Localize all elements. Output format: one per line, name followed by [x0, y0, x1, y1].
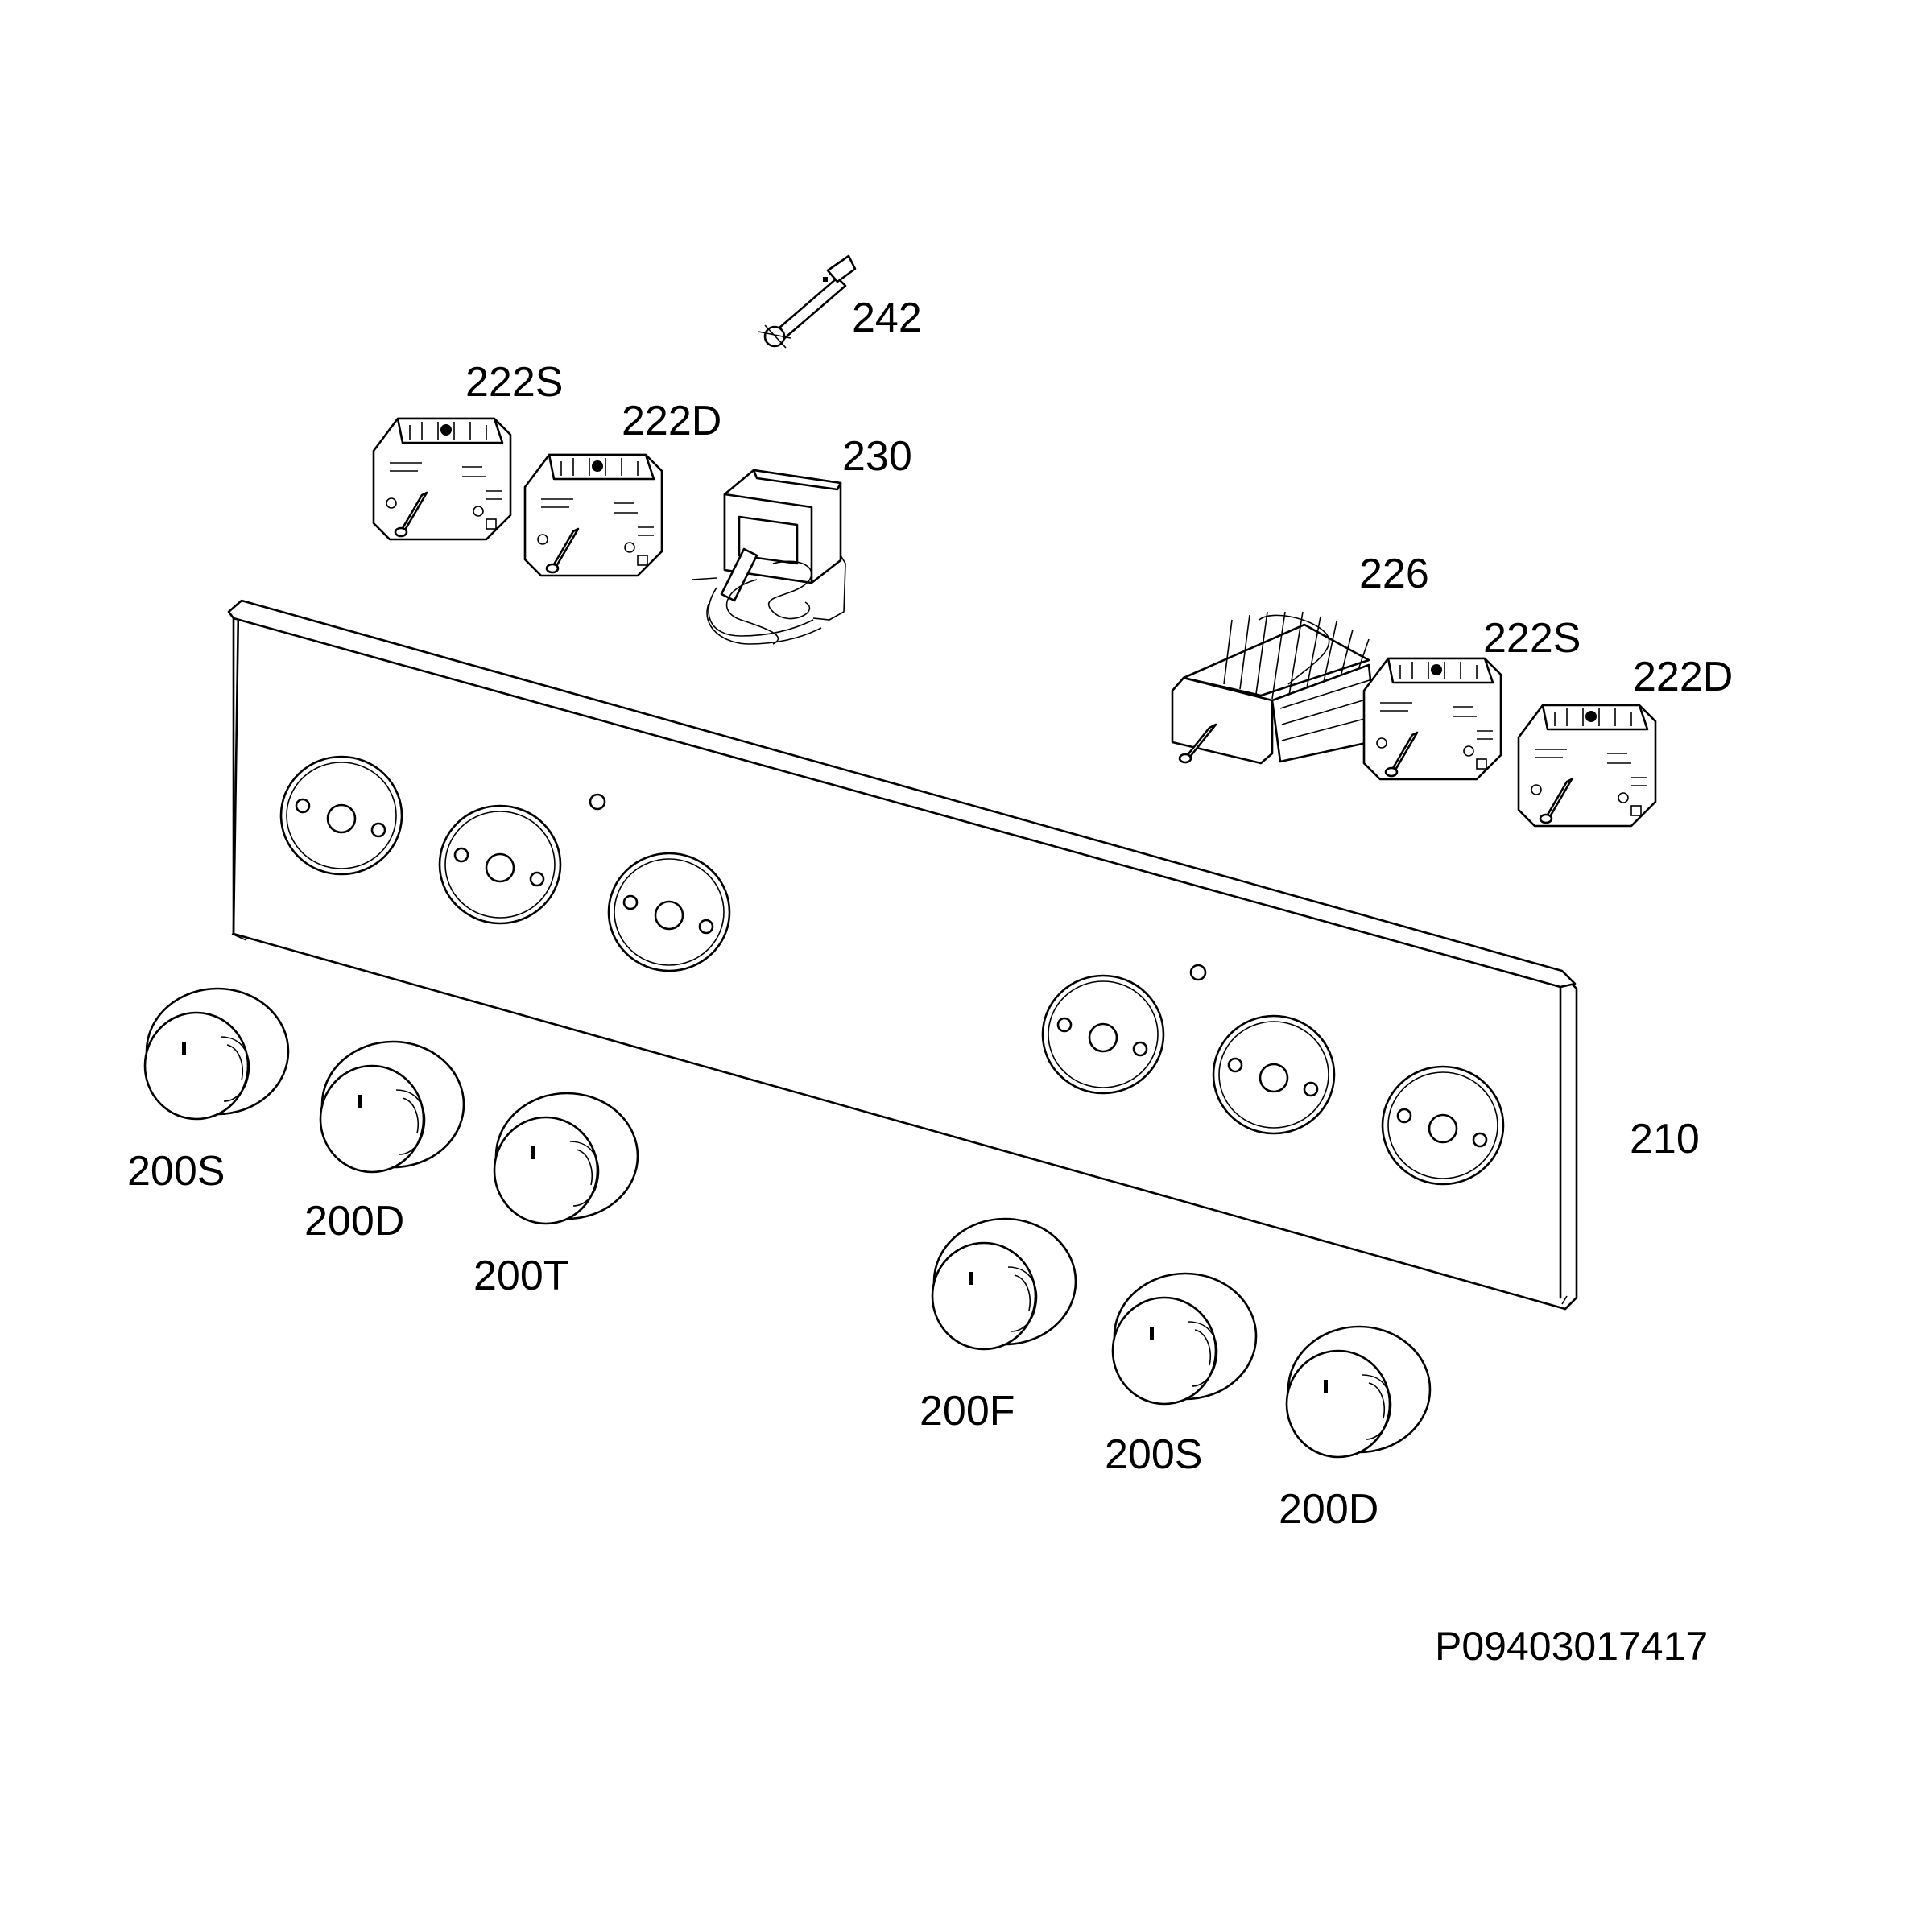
- label-200f: 200F: [920, 1388, 1015, 1435]
- knob-200d-left: [319, 1040, 465, 1174]
- part-226-selector-switch: [1171, 611, 1378, 765]
- document-id: P09403017417: [1435, 1624, 1708, 1669]
- label-200d-right: 200D: [1279, 1486, 1378, 1533]
- label-222s-top: 222S: [465, 359, 563, 406]
- knob-hole-4: [1041, 974, 1165, 1095]
- part-230-thermostat: [692, 469, 846, 645]
- label-222s-right: 222S: [1483, 615, 1581, 662]
- indicator-light-hole-left: [589, 793, 606, 811]
- label-222d-top: 222D: [622, 398, 721, 444]
- knob-200s-left: [143, 987, 290, 1121]
- knob-hole-6: [1381, 1065, 1505, 1186]
- knob-200d-right: [1285, 1325, 1432, 1459]
- knob-200f: [931, 1217, 1077, 1351]
- control-panel-210: [227, 599, 1578, 1311]
- knob-hole-1: [279, 755, 403, 876]
- part-222d-regulator-right: [1517, 704, 1657, 828]
- part-222s-regulator-right: [1362, 657, 1502, 781]
- indicator-light-hole-right: [1189, 964, 1207, 981]
- label-200t: 200T: [473, 1253, 569, 1299]
- knob-200t: [493, 1092, 639, 1225]
- part-222s-regulator-top: [372, 417, 512, 541]
- label-226: 226: [1359, 551, 1429, 597]
- knob-200s-right: [1111, 1272, 1258, 1406]
- label-200d-left: 200D: [304, 1198, 404, 1245]
- knob-hole-3: [607, 852, 731, 972]
- label-200s-right: 200S: [1105, 1431, 1202, 1478]
- knob-hole-2: [438, 804, 562, 925]
- label-210: 210: [1630, 1116, 1700, 1162]
- part-242-lamp: [758, 254, 857, 349]
- part-222d-regulator-top: [523, 453, 663, 577]
- knob-hole-5: [1212, 1014, 1336, 1135]
- label-222d-right: 222D: [1633, 654, 1733, 700]
- label-230: 230: [842, 433, 912, 480]
- label-242: 242: [852, 295, 922, 341]
- label-200s-left: 200S: [127, 1148, 225, 1195]
